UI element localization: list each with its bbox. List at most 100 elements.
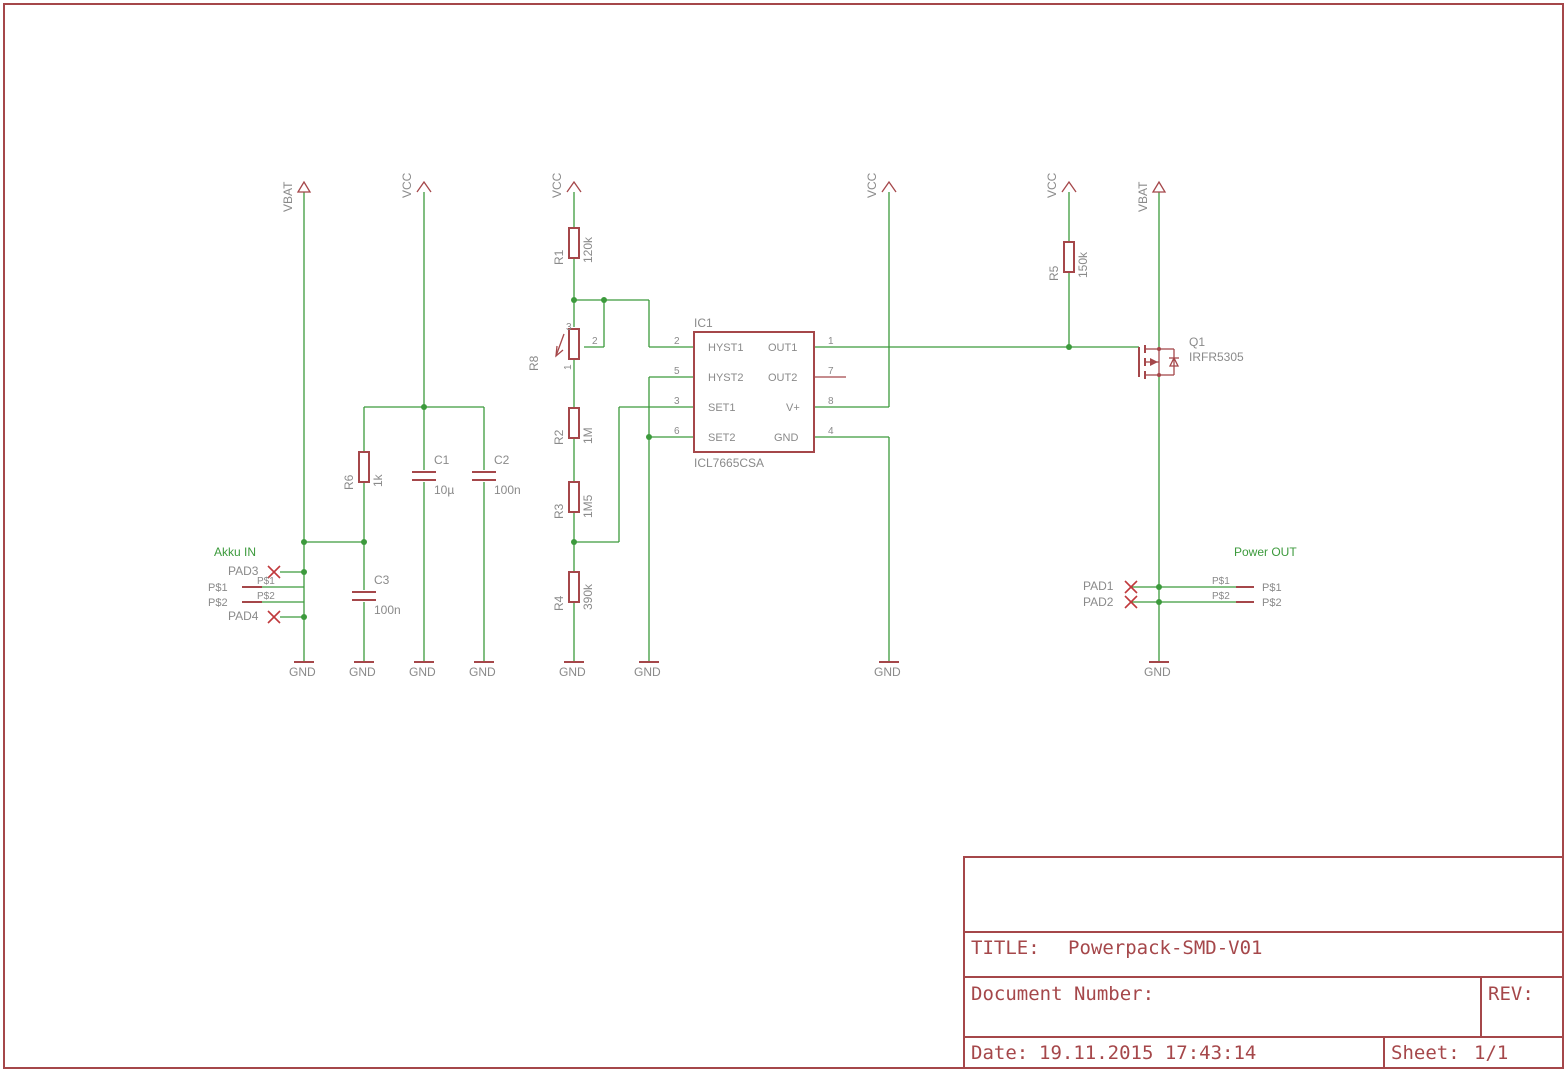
svg-text:GND: GND: [634, 665, 661, 679]
svg-text:R4: R4: [552, 595, 566, 611]
svg-text:OUT2: OUT2: [768, 372, 797, 384]
svg-text:VCC: VCC: [400, 172, 414, 198]
capacitor-c2: C2 100n: [472, 453, 521, 497]
svg-text:Q1: Q1: [1189, 335, 1205, 349]
title-label: TITLE:: [971, 937, 1040, 959]
svg-text:PAD2: PAD2: [1083, 595, 1114, 609]
capacitor-c3: C3 100n: [352, 573, 401, 617]
svg-text:P$1: P$1: [257, 576, 275, 587]
svg-text:PAD4: PAD4: [228, 609, 259, 623]
connector-akku-in: Akku IN PAD3 PAD4 P$1 P$2 P$1 P$2: [208, 545, 281, 624]
connector-power-out: Power OUT PAD1 PAD2 P$1 P$2 P$1 P$2: [1083, 545, 1297, 609]
title-block: TITLE: Powerpack-SMD-V01 Document Number…: [963, 856, 1564, 1069]
svg-text:5: 5: [674, 366, 680, 377]
svg-text:120k: 120k: [581, 236, 595, 263]
svg-text:VCC: VCC: [550, 172, 564, 198]
gnd-symbols: GND GND GND GND GND GND GND GND: [289, 661, 1171, 679]
svg-text:R6: R6: [342, 474, 356, 490]
svg-text:GND: GND: [469, 665, 496, 679]
resistor-r6: R6 1k: [342, 451, 385, 490]
svg-text:PAD3: PAD3: [228, 564, 259, 578]
mosfet-q1: Q1 IRFR5305: [1138, 335, 1244, 379]
ic1-icl7665csa: IC1 ICL7665CSA HYST1 HYST2 SET1 SET2 2 5…: [674, 316, 846, 470]
svg-text:P$1: P$1: [1262, 582, 1282, 594]
svg-text:SET2: SET2: [708, 432, 736, 444]
date-value: 19.11.2015 17:43:14: [1039, 1042, 1256, 1064]
svg-text:IC1: IC1: [694, 316, 713, 330]
svg-text:10µ: 10µ: [434, 483, 454, 497]
svg-text:GND: GND: [349, 665, 376, 679]
svg-text:P$2: P$2: [1212, 591, 1230, 602]
title-value: Powerpack-SMD-V01: [1068, 937, 1262, 959]
svg-text:100n: 100n: [374, 603, 401, 617]
svg-text:4: 4: [828, 426, 834, 437]
svg-text:VBAT: VBAT: [281, 181, 295, 212]
svg-text:C3: C3: [374, 573, 390, 587]
svg-text:2: 2: [592, 336, 598, 347]
svg-text:R8: R8: [527, 355, 541, 371]
svg-text:C1: C1: [434, 453, 450, 467]
svg-text:P$2: P$2: [208, 597, 228, 609]
svg-text:GND: GND: [559, 665, 586, 679]
svg-text:2: 2: [674, 336, 680, 347]
svg-text:P$1: P$1: [1212, 576, 1230, 587]
svg-text:Akku IN: Akku IN: [214, 545, 256, 559]
vcc-supply-c1: VCC: [400, 172, 432, 198]
vcc-supply-divider: VCC: [550, 172, 582, 198]
svg-text:C2: C2: [494, 453, 510, 467]
svg-text:PAD1: PAD1: [1083, 579, 1114, 593]
date-label: Date:: [971, 1042, 1028, 1064]
svg-text:1M: 1M: [581, 427, 595, 444]
resistor-r3: R3 1M5: [552, 481, 595, 519]
svg-text:1M5: 1M5: [581, 494, 595, 518]
svg-text:GND: GND: [874, 665, 901, 679]
svg-text:1: 1: [563, 364, 574, 370]
svg-text:390k: 390k: [581, 583, 595, 610]
svg-text:GND: GND: [289, 665, 316, 679]
svg-text:R5: R5: [1047, 265, 1061, 281]
svg-text:1k: 1k: [371, 473, 385, 487]
resistor-r1: R1 120k: [552, 227, 595, 265]
svg-text:P$2: P$2: [1262, 597, 1282, 609]
vbat-supply-right: VBAT: [1136, 180, 1167, 212]
capacitor-c1: C1 10µ: [412, 453, 454, 497]
svg-text:150k: 150k: [1076, 251, 1090, 278]
svg-text:GND: GND: [774, 432, 799, 444]
potentiometer-r8: R8 3 2 1: [527, 322, 598, 371]
resistor-r2: R2 1M: [552, 407, 595, 445]
svg-text:R3: R3: [552, 503, 566, 519]
svg-text:7: 7: [828, 366, 834, 377]
svg-text:HYST2: HYST2: [708, 372, 743, 384]
svg-text:R2: R2: [552, 429, 566, 445]
svg-text:Power OUT: Power OUT: [1234, 545, 1297, 559]
svg-text:OUT1: OUT1: [768, 342, 797, 354]
svg-text:3: 3: [566, 322, 572, 333]
svg-text:100n: 100n: [494, 483, 521, 497]
svg-text:R1: R1: [552, 249, 566, 265]
svg-text:GND: GND: [409, 665, 436, 679]
vbat-supply-left: VBAT: [281, 180, 312, 212]
junctions: [301, 297, 1162, 620]
svg-text:VCC: VCC: [865, 172, 879, 198]
svg-text:3: 3: [674, 396, 680, 407]
svg-text:SET1: SET1: [708, 402, 736, 414]
svg-text:6: 6: [674, 426, 680, 437]
svg-text:8: 8: [828, 396, 834, 407]
sheet-label: Sheet:: [1391, 1042, 1460, 1064]
sheet-value: 1/1: [1474, 1042, 1508, 1064]
vcc-supply-r5: VCC: [1045, 172, 1077, 198]
resistor-r4: R4 390k: [552, 571, 595, 611]
svg-text:1: 1: [828, 336, 834, 347]
svg-text:VCC: VCC: [1045, 172, 1059, 198]
svg-text:GND: GND: [1144, 665, 1171, 679]
sheet-frame: [3, 3, 1564, 1069]
svg-text:VBAT: VBAT: [1136, 181, 1150, 212]
svg-text:ICL7665CSA: ICL7665CSA: [694, 456, 764, 470]
svg-text:P$2: P$2: [257, 591, 275, 602]
rev-label: REV:: [1488, 983, 1534, 1005]
wires: [262, 192, 1236, 662]
document-number-label: Document Number:: [971, 983, 1154, 1005]
svg-text:IRFR5305: IRFR5305: [1189, 350, 1244, 364]
svg-text:HYST1: HYST1: [708, 342, 743, 354]
